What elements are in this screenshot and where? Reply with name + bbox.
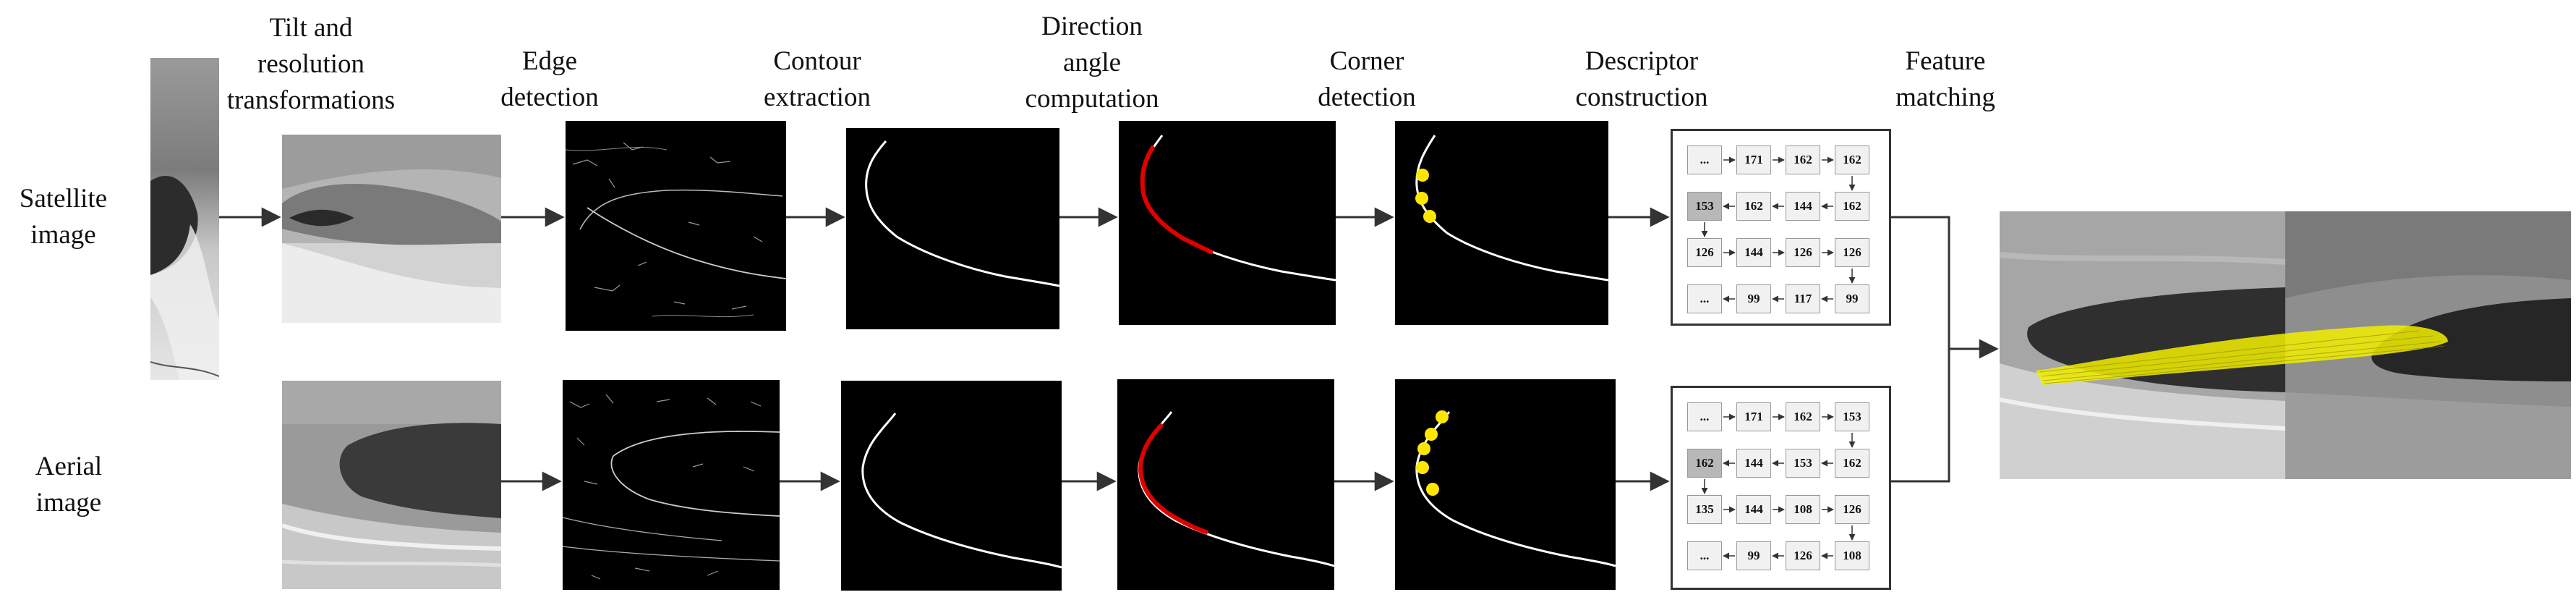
descriptor-cell: 162 bbox=[1835, 145, 1869, 174]
aerial-contour-image bbox=[841, 381, 1062, 591]
descriptor-cell: 126 bbox=[1687, 238, 1722, 267]
label-edge-detection: Edge detection bbox=[500, 46, 599, 112]
descriptor-cell: 153 bbox=[1687, 192, 1722, 221]
descriptor-cell: 99 bbox=[1736, 284, 1771, 313]
satellite-descriptor-grid: ... 171 162 162 153 162 144 162 126 144 126 126... 9… bbox=[1671, 129, 1891, 326]
descriptor-cell: 108 bbox=[1786, 495, 1820, 524]
descriptor-cell: 162 bbox=[1786, 145, 1820, 174]
descriptor-cell: 171 bbox=[1736, 145, 1771, 174]
descriptor-cell: 162 bbox=[1687, 449, 1722, 478]
descriptor-cell: ... bbox=[1687, 402, 1722, 431]
satellite-tilt-image bbox=[282, 135, 501, 323]
descriptor-cell: 126 bbox=[1786, 541, 1820, 570]
aerial-corner-image bbox=[1395, 379, 1616, 590]
descriptor-cell: 144 bbox=[1786, 192, 1820, 221]
descriptor-cell: ... bbox=[1687, 284, 1722, 313]
aerial-tilt-image bbox=[282, 381, 501, 589]
satellite-corner-image bbox=[1395, 121, 1608, 325]
descriptor-cell: 162 bbox=[1835, 449, 1869, 478]
label-contour-extraction: Contour extraction bbox=[764, 46, 871, 112]
descriptor-cell: 162 bbox=[1786, 402, 1820, 431]
label-corner-detection: Corner detection bbox=[1318, 46, 1416, 112]
row-label-satellite: Satellite image bbox=[19, 184, 108, 250]
descriptor-cell: 99 bbox=[1835, 284, 1869, 313]
descriptor-cell: 162 bbox=[1835, 192, 1869, 221]
label-tilt-resolution: Tilt and resolution transformations bbox=[226, 13, 396, 115]
feature-matching-image bbox=[2000, 211, 2571, 479]
label-feature-matching: Feature matching bbox=[1895, 46, 1995, 112]
descriptor-cell: 99 bbox=[1736, 541, 1771, 570]
satellite-direction-image bbox=[1119, 121, 1336, 325]
descriptor-cell: 108 bbox=[1835, 541, 1869, 570]
descriptor-cell: 144 bbox=[1736, 449, 1771, 478]
descriptor-arrows bbox=[1701, 156, 1856, 303]
row-label-aerial: Aerial image bbox=[35, 452, 103, 517]
descriptor-cell: 126 bbox=[1835, 238, 1869, 267]
aerial-descriptor-grid: ... 171 162 153 162 144 153 162 135 144 108 126... 9… bbox=[1671, 386, 1891, 590]
satellite-original-image bbox=[150, 58, 219, 380]
descriptor-cell: 126 bbox=[1786, 238, 1820, 267]
aerial-direction-image bbox=[1117, 379, 1334, 590]
descriptor-cell: 144 bbox=[1736, 238, 1771, 267]
satellite-contour-image bbox=[846, 128, 1059, 329]
label-descriptor-construction: Descriptor construction bbox=[1575, 46, 1708, 112]
descriptor-cell: 144 bbox=[1736, 495, 1771, 524]
descriptor-cell: 153 bbox=[1786, 449, 1820, 478]
descriptor-cell: 117 bbox=[1786, 284, 1820, 313]
aerial-edge-image bbox=[563, 380, 780, 590]
descriptor-cell: 153 bbox=[1835, 402, 1869, 431]
descriptor-cell: 135 bbox=[1687, 495, 1722, 524]
descriptor-cell: 162 bbox=[1736, 192, 1771, 221]
descriptor-arrows bbox=[1701, 413, 1856, 559]
descriptor-cell: 126 bbox=[1835, 495, 1869, 524]
descriptor-cell: ... bbox=[1687, 541, 1722, 570]
label-direction-angle: Direction angle computation bbox=[1025, 12, 1159, 114]
satellite-edge-image bbox=[566, 121, 786, 331]
descriptor-cell: 171 bbox=[1736, 402, 1771, 431]
descriptor-cell: ... bbox=[1687, 145, 1722, 174]
